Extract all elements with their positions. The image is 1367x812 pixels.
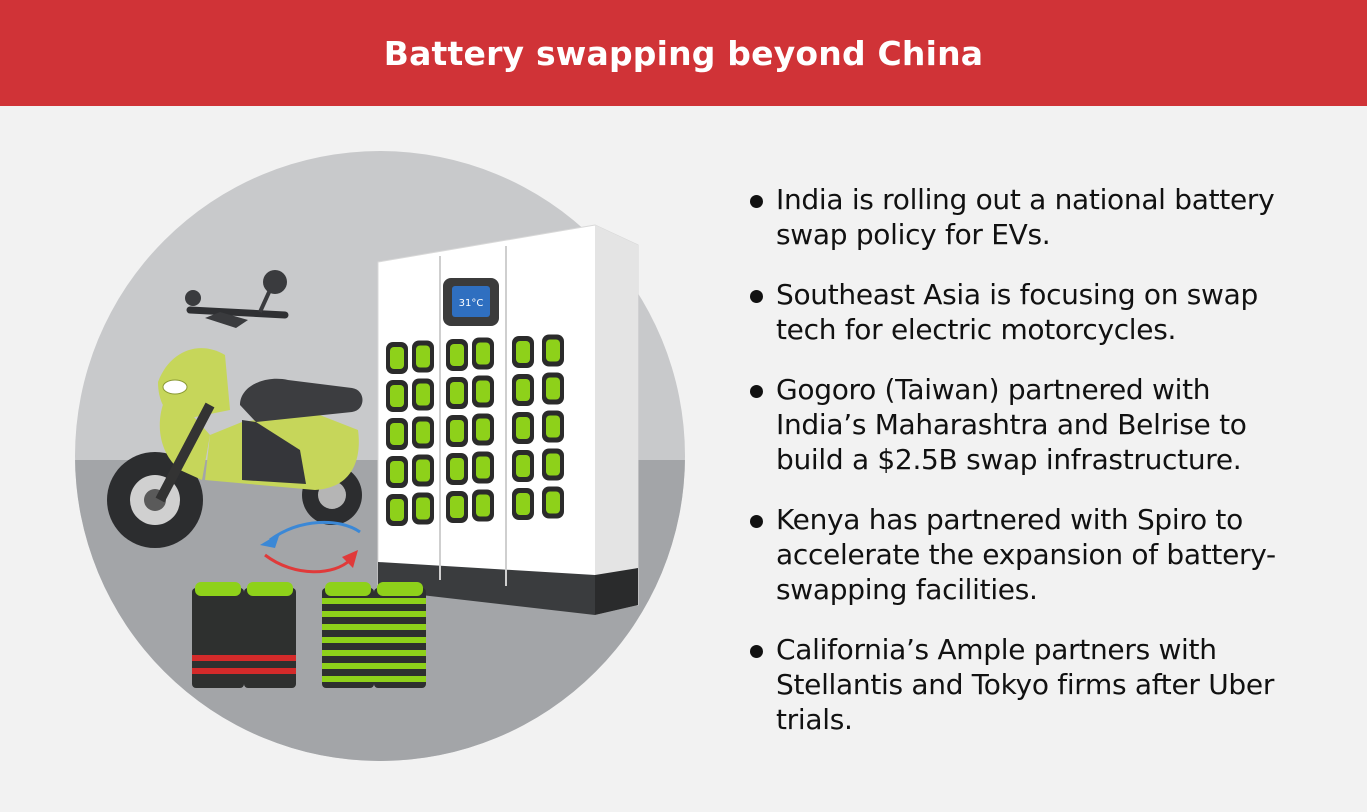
station-battery-slot (446, 339, 468, 371)
station-battery-slot (542, 372, 564, 405)
battery-pack-stripe (322, 624, 374, 630)
battery-pack-stripe (374, 663, 426, 669)
battery-pack-stripe (322, 650, 374, 656)
station-battery-slot (512, 336, 534, 368)
bullet-text: California’s Ample partners with Stellan… (776, 633, 1275, 736)
battery-pack-stripe (322, 637, 374, 643)
bullet-dot-icon (750, 290, 763, 303)
battery-pack-cap (377, 582, 423, 596)
bullet-text: Kenya has partnered with Spiro to accele… (776, 503, 1276, 606)
bullet-dot-icon (750, 645, 763, 658)
page-title: Battery swapping beyond China (383, 33, 984, 73)
station-battery-slot (542, 486, 564, 519)
station-battery-slot (542, 334, 564, 367)
station-battery-slot (386, 380, 408, 412)
station-battery-slot (446, 491, 468, 523)
station-battery-slot (386, 456, 408, 488)
bullet-dot-icon (750, 515, 763, 528)
battery-pack-stripe (192, 668, 244, 674)
battery-pack-stripe (322, 663, 374, 669)
bullet-text: Gogoro (Taiwan) partnered with India’s M… (776, 373, 1247, 476)
bullet-list: India is rolling out a national battery … (748, 182, 1308, 762)
bullet-item: Gogoro (Taiwan) partnered with India’s M… (748, 372, 1308, 477)
battery-pack-cap (195, 582, 241, 596)
battery-pack-body (244, 588, 296, 688)
bullet-item: Kenya has partnered with Spiro to accele… (748, 502, 1308, 607)
bullet-text: Southeast Asia is focusing on swap tech … (776, 278, 1258, 346)
station-battery-slot (446, 377, 468, 409)
battery-pack-stripe (374, 624, 426, 630)
battery-pack-stripe (244, 668, 296, 674)
station-battery-slot (512, 450, 534, 482)
swap-arrows-icon (260, 520, 361, 574)
station-battery-slot (472, 337, 494, 370)
battery-pack-stripe (244, 655, 296, 661)
bullet-dot-icon (750, 195, 763, 208)
bullet-dot-icon (750, 385, 763, 398)
station-battery-slot (386, 342, 408, 374)
station-battery-slot (412, 340, 434, 373)
station-battery-slot (542, 410, 564, 443)
station-battery-slot (412, 416, 434, 449)
battery-pack-cap (247, 582, 293, 596)
battery-pack-stripe (374, 611, 426, 617)
bullet-item: India is rolling out a national battery … (748, 182, 1308, 252)
station-screen: 31°C (459, 298, 484, 309)
bullet-item: Southeast Asia is focusing on swap tech … (748, 277, 1308, 347)
battery-pack-stripe (192, 655, 244, 661)
station-battery-slot (472, 375, 494, 408)
station-battery-slot (386, 494, 408, 526)
station-battery-slot (412, 454, 434, 487)
station-battery-slot (512, 374, 534, 406)
station-battery-slot (446, 453, 468, 485)
battery-swap-station-icon: 31°C (377, 224, 639, 615)
station-battery-slot (412, 492, 434, 525)
title-banner: Battery swapping beyond China (0, 0, 1367, 106)
station-battery-slot (446, 415, 468, 447)
battery-pack-stripe (374, 650, 426, 656)
station-battery-slot (512, 488, 534, 520)
battery-pack-stripe (322, 676, 374, 682)
station-battery-slot (472, 489, 494, 522)
battery-pack-stripe (322, 598, 374, 604)
scooter-icon (107, 270, 363, 548)
station-battery-slot (512, 412, 534, 444)
battery-pack-stripe (374, 676, 426, 682)
battery-pack-cap (325, 582, 371, 596)
station-battery-slot (472, 413, 494, 446)
battery-pack-stripe (322, 611, 374, 617)
battery-swap-illustration: 31°C (75, 151, 685, 761)
battery-pack-stripe (374, 598, 426, 604)
battery-pack-body (192, 588, 244, 688)
station-battery-slot (542, 448, 564, 481)
station-battery-slot (472, 451, 494, 484)
battery-pack-icon (192, 582, 426, 688)
bullet-item: California’s Ample partners with Stellan… (748, 632, 1308, 737)
bullet-text: India is rolling out a national battery … (776, 183, 1275, 251)
battery-pack-stripe (374, 637, 426, 643)
station-battery-slot (386, 418, 408, 450)
station-battery-slot (412, 378, 434, 411)
